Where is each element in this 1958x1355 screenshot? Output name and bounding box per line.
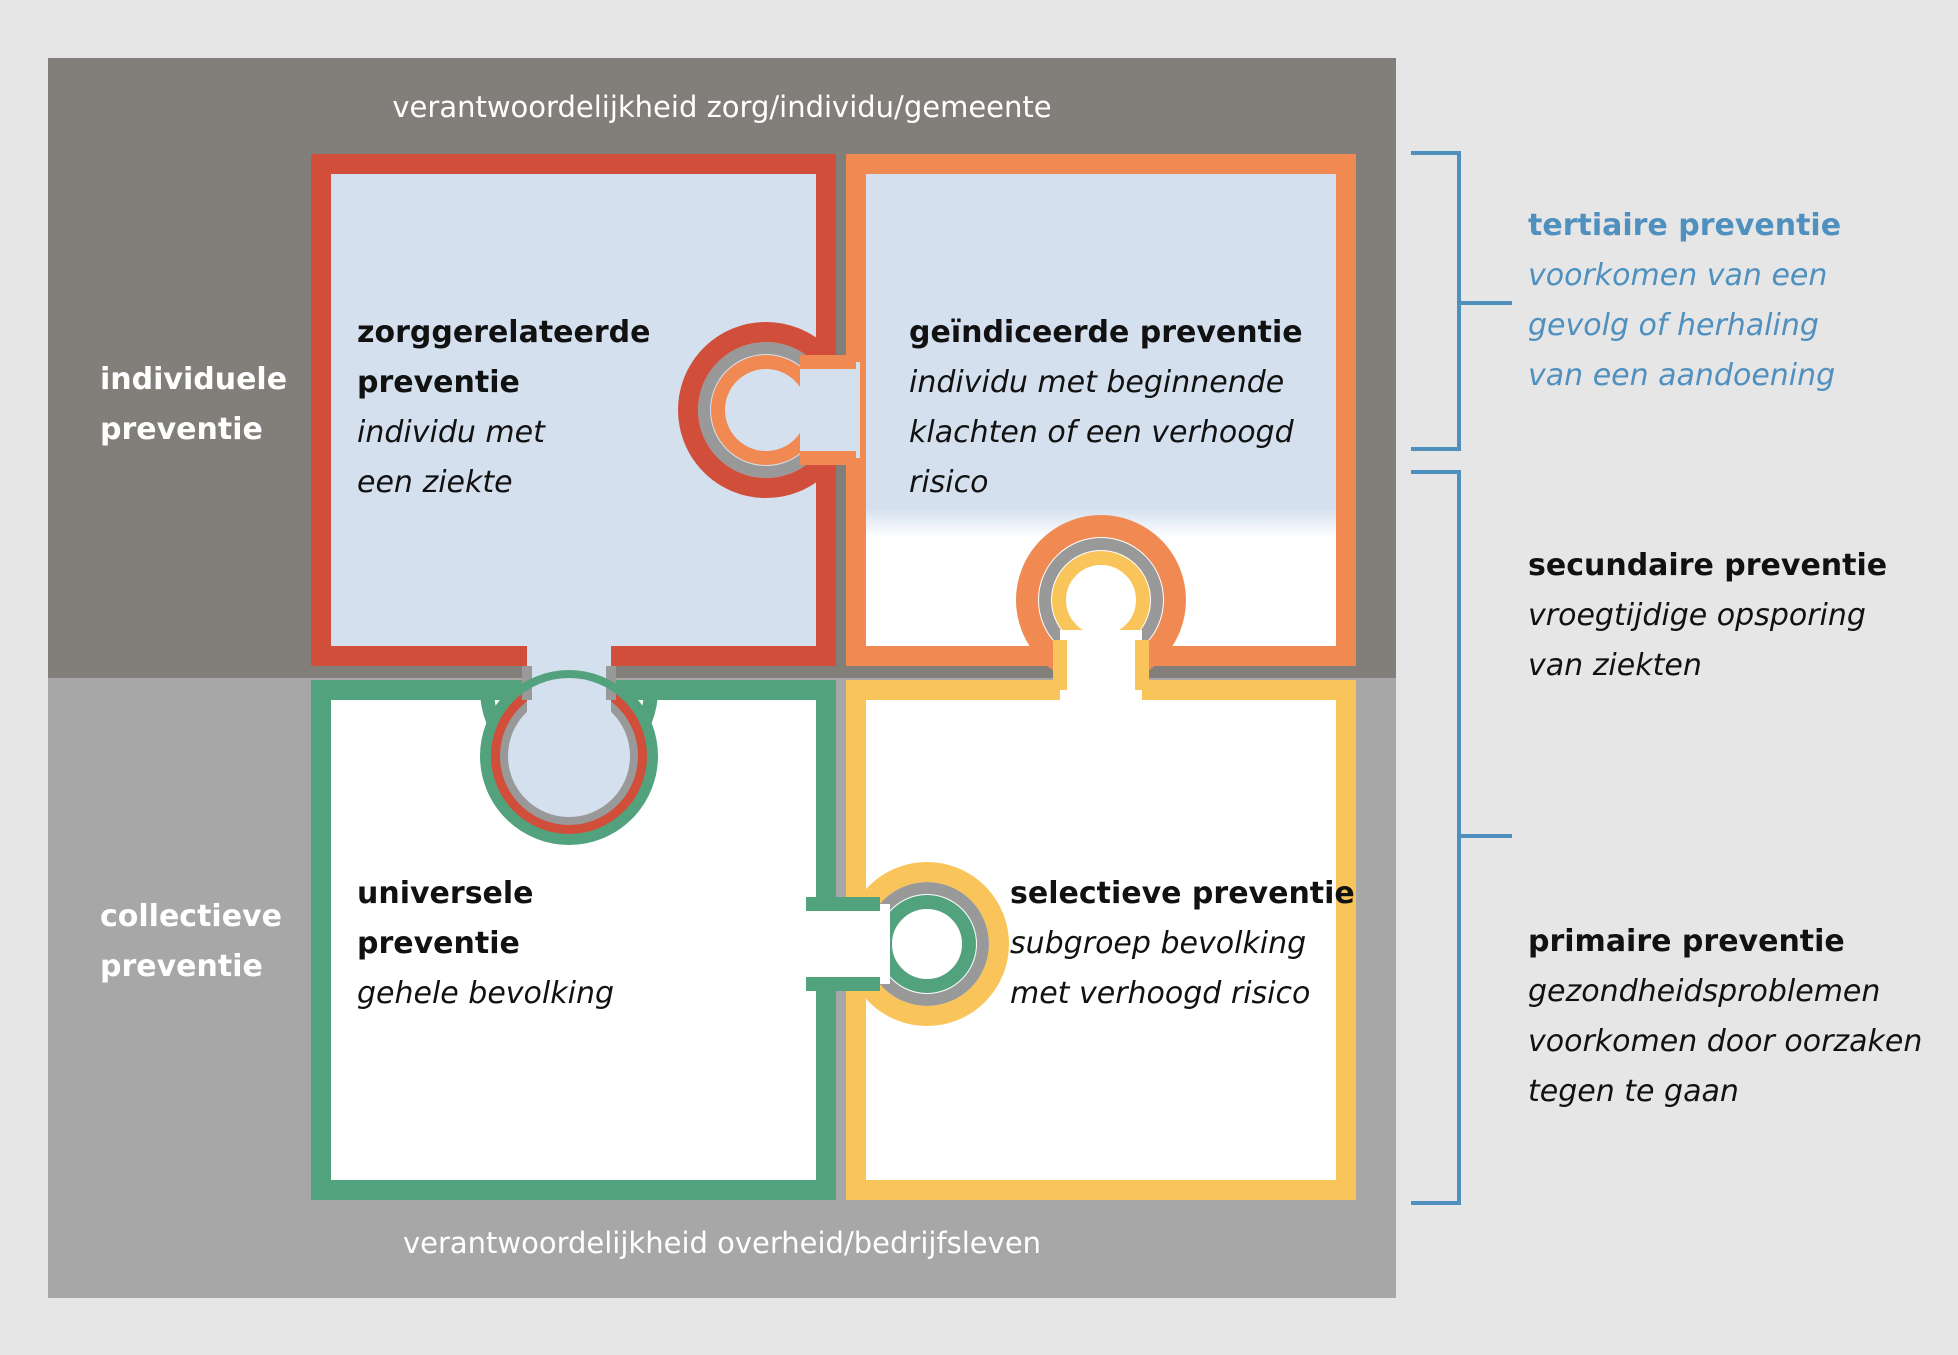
responsibility-care-label: verantwoordelijkheid zorg/individu/gemee… <box>392 90 1052 124</box>
indicated-prevention-text: geïndiceerde preventie individu met begi… <box>909 315 1303 500</box>
tertiary-bracket <box>1411 151 1512 451</box>
care-related-prevention-text: zorggerelateerde preventie individu met … <box>357 315 651 500</box>
tertiary-prevention-legend: tertiaire preventie voorkomen van een ge… <box>1528 208 1842 393</box>
responsibility-government-label: verantwoordelijkheid overheid/bedrijfsle… <box>402 1226 1042 1260</box>
collective-prevention-label: collectieve preventie <box>100 899 282 984</box>
secondary-prevention-legend: secundaire preventie vroegtijdige opspor… <box>1528 548 1888 683</box>
individual-prevention-label: individuele preventie <box>100 362 288 447</box>
secondary-primary-bracket <box>1411 470 1512 1205</box>
selective-prevention-text: selectieve preventie subgroep bevolking … <box>1010 876 1355 1011</box>
primary-prevention-legend: primaire preventie gezondheidsproblemen … <box>1528 924 1923 1109</box>
universal-prevention-text: universele preventie gehele bevolking <box>357 876 615 1011</box>
